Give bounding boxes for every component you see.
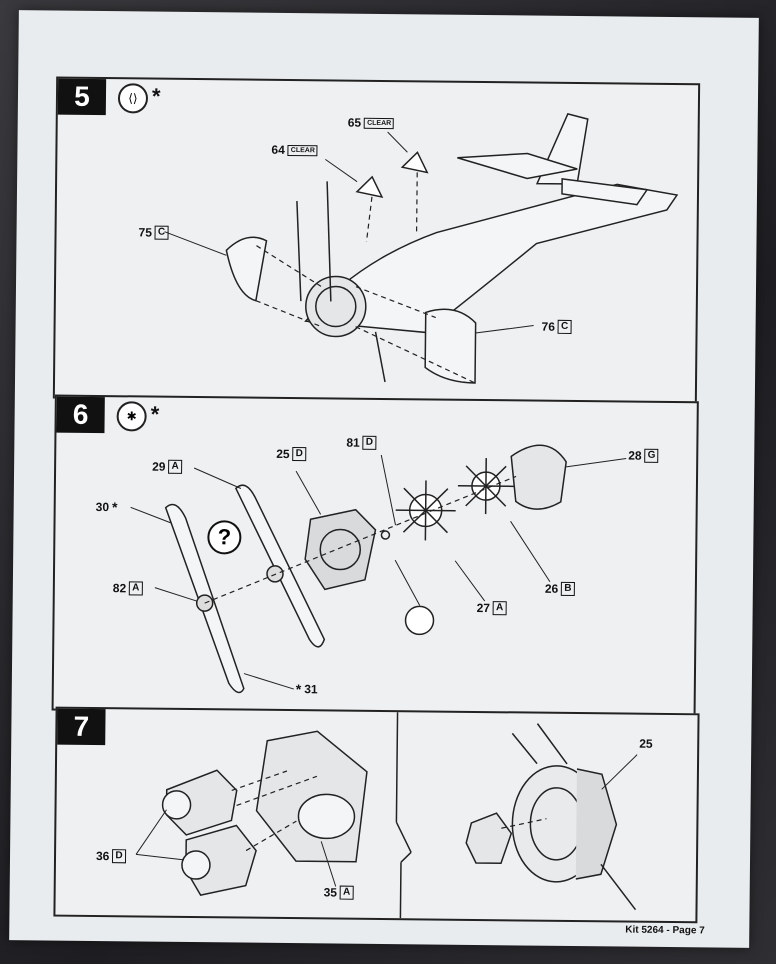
step-5-panel: 5 ⟨⟩ * — [52, 76, 701, 406]
question-icon: ? — [207, 520, 242, 555]
part-label: 25 — [639, 736, 653, 751]
engine-propeller-drawing — [130, 444, 627, 694]
aircraft-fuselage-drawing — [164, 113, 679, 384]
part-label: 30* — [95, 499, 118, 516]
instruction-sheet: 5 ⟨⟩ * — [9, 10, 759, 948]
page-footer: Kit 5264 - Page 7 — [625, 924, 705, 937]
step-6-panel: 6 ✱ * — [51, 394, 699, 718]
step-7-panel: 7 — [53, 706, 700, 924]
part-label: *31 — [295, 681, 318, 698]
engine-assembly-drawing — [135, 712, 638, 919]
